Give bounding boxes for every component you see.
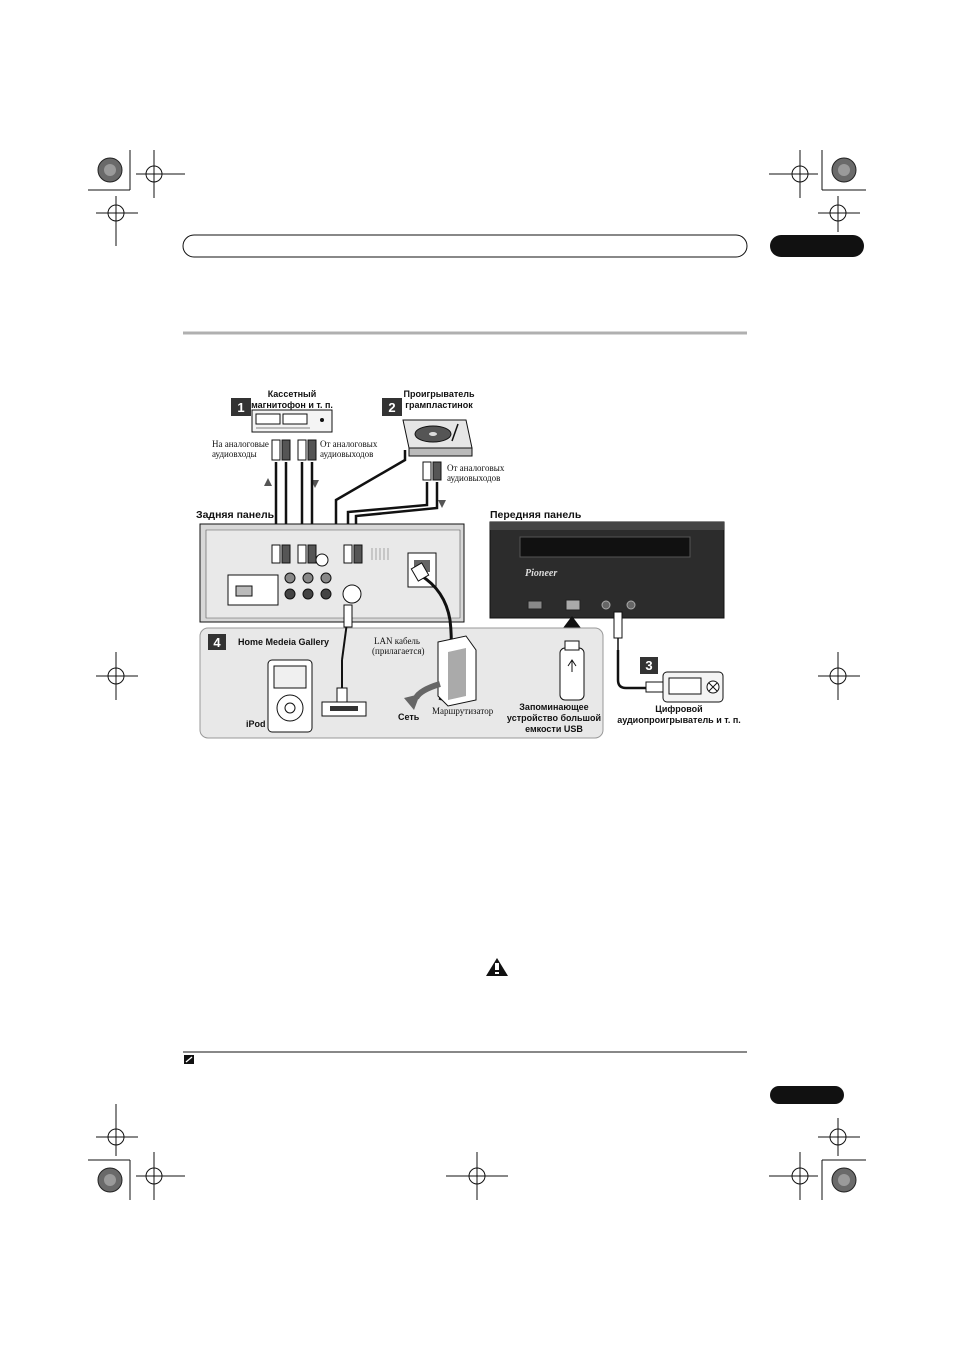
ipod-dock-cable: [321, 604, 367, 717]
turntable: [402, 419, 473, 457]
analog-in-label-1: На аналоговые: [212, 439, 269, 449]
usb-flash-drive: [559, 640, 585, 701]
lan-cable-label-2: (прилагается): [372, 646, 424, 656]
svg-text:4: 4: [213, 635, 221, 650]
home-gallery-label: Home Medeia Gallery: [238, 637, 329, 647]
rear-plugs: [271, 544, 363, 564]
line-in-cable: [613, 611, 665, 693]
badge-2: 2: [382, 398, 402, 416]
ipod: [267, 659, 313, 733]
turntable-out-label-2: аудиовыходов: [447, 473, 500, 483]
front-panel: Pioneer: [489, 521, 725, 619]
pioneer-logo: Pioneer: [525, 568, 557, 579]
usb-label-1: Запоминающее: [519, 702, 588, 712]
cassette-label-2: магнитофон и т. п.: [251, 400, 333, 410]
rear-panel-label: Задняя панель: [196, 509, 275, 521]
network-arrow-head-icon: [404, 694, 420, 710]
pencil-note-icon: [184, 1055, 194, 1064]
cassette-deck: [251, 409, 333, 433]
arrow-down-icon: [438, 500, 446, 508]
page-number-tab: [770, 1086, 844, 1104]
lan-plug: [410, 562, 430, 582]
chapter-number-tab: [770, 235, 864, 257]
ipod-label: iPod: [246, 719, 266, 729]
front-panel-label: Передняя панель: [490, 509, 582, 521]
caution-hand-icon: [486, 958, 508, 976]
lan-cable-label-1: LAN кабель: [374, 636, 420, 646]
chapter-title-bar: [182, 234, 748, 258]
badge-4: 4: [208, 634, 226, 650]
turntable-out-label-1: От аналоговых: [447, 463, 505, 473]
svg-text:3: 3: [645, 658, 652, 673]
cassette-label-1: Кассетный: [268, 389, 317, 399]
analog-out-label-1: От аналоговых: [320, 439, 378, 449]
svg-text:1: 1: [237, 400, 244, 415]
network-label: Сеть: [398, 712, 420, 722]
digital-player-label-2: аудиопроигрыватель и т. п.: [617, 715, 741, 725]
crop-marks: [88, 150, 866, 1200]
color-target-circles: [97, 157, 857, 1193]
badge-3: 3: [640, 657, 658, 674]
analog-out-label-2: аудиовыходов: [320, 449, 373, 459]
rear-panel: [199, 523, 465, 623]
svg-text:2: 2: [388, 400, 395, 415]
analog-in-label-2: аудиовходы: [212, 449, 257, 459]
arrow-up-icon: [264, 478, 272, 486]
turntable-label-2: грампластинок: [405, 400, 473, 410]
badge-1: 1: [231, 398, 251, 416]
usb-label-3: емкости USB: [525, 724, 583, 734]
digital-audio-player: [662, 671, 724, 703]
router: [437, 635, 477, 707]
router-label: Маршрутизатор: [432, 706, 494, 716]
turntable-label-1: Проигрыватель: [403, 389, 474, 399]
rca-plugs: [271, 439, 442, 481]
digital-player-label-1: Цифровой: [655, 704, 702, 714]
usb-label-2: устройство большой: [507, 713, 601, 723]
